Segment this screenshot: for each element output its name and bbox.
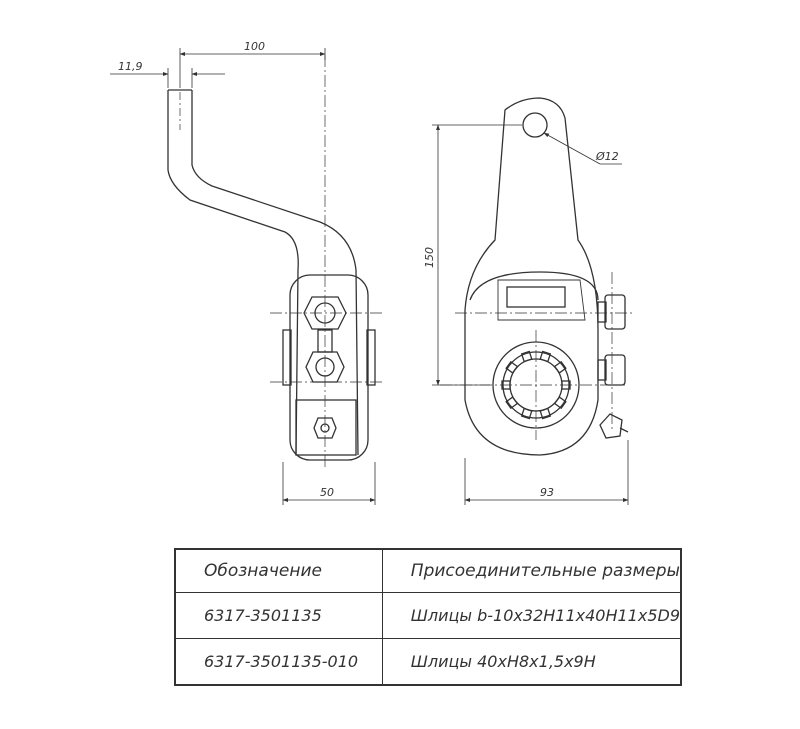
cell-connection-dims: Шлицы 40хH8х1,5х9H [381, 638, 682, 686]
mount-hole [522, 112, 548, 138]
spline-tooth [520, 407, 533, 420]
cell-designation: 6317-3501135-010 [174, 638, 383, 686]
dim-offset: 11,9 [118, 60, 143, 73]
cell-designation: 6317-3501135 [174, 592, 383, 639]
hex-bolt-top [303, 296, 347, 330]
table-row: 6317-3501135-010 Шлицы 40хH8х1,5х9H [174, 638, 682, 686]
spline-tooth [505, 396, 519, 410]
dim-height: 150 [423, 247, 436, 268]
dim-body-width: 93 [540, 486, 554, 499]
spline-tooth [553, 360, 567, 374]
header-connection-dims: Присоединительные размеры [381, 548, 682, 593]
side-view [167, 55, 385, 470]
front-view [440, 97, 635, 456]
spline-tooth [505, 360, 519, 374]
spline-tooth [520, 350, 533, 363]
spline-tooth [539, 350, 552, 363]
body-front-outline [464, 97, 599, 456]
side-bolt-upper [604, 294, 626, 330]
spec-table: Обозначение Присоединительные размеры 63… [174, 548, 682, 686]
grease-nipple-front [599, 413, 623, 439]
side-dimensions [110, 48, 376, 505]
spline-tooth [561, 380, 571, 390]
dim-side-width: 50 [320, 486, 334, 499]
window-slot [506, 286, 566, 308]
table-row: 6317-3501135 Шлицы b-10х32H11х40H11х5D9 [174, 592, 682, 639]
spline-tooth [539, 407, 552, 420]
dim-hole-diameter: Ø12 [595, 150, 619, 163]
side-bolt-lower [604, 354, 626, 386]
adjuster-arm-side [167, 90, 359, 456]
cell-connection-dims: Шлицы b-10х32H11х40H11х5D9 [381, 592, 682, 639]
dim-arm-length: 100 [244, 40, 265, 53]
table-header-row: Обозначение Присоединительные размеры [174, 548, 682, 593]
technical-drawing: 100 11,9 50 Ø12 150 [110, 40, 635, 505]
body-side [289, 274, 369, 461]
spline-tooth [553, 396, 567, 410]
grease-nipple-side [313, 417, 337, 439]
header-designation: Обозначение [174, 548, 383, 593]
front-dimensions [432, 124, 629, 505]
spline-tooth [501, 380, 511, 390]
